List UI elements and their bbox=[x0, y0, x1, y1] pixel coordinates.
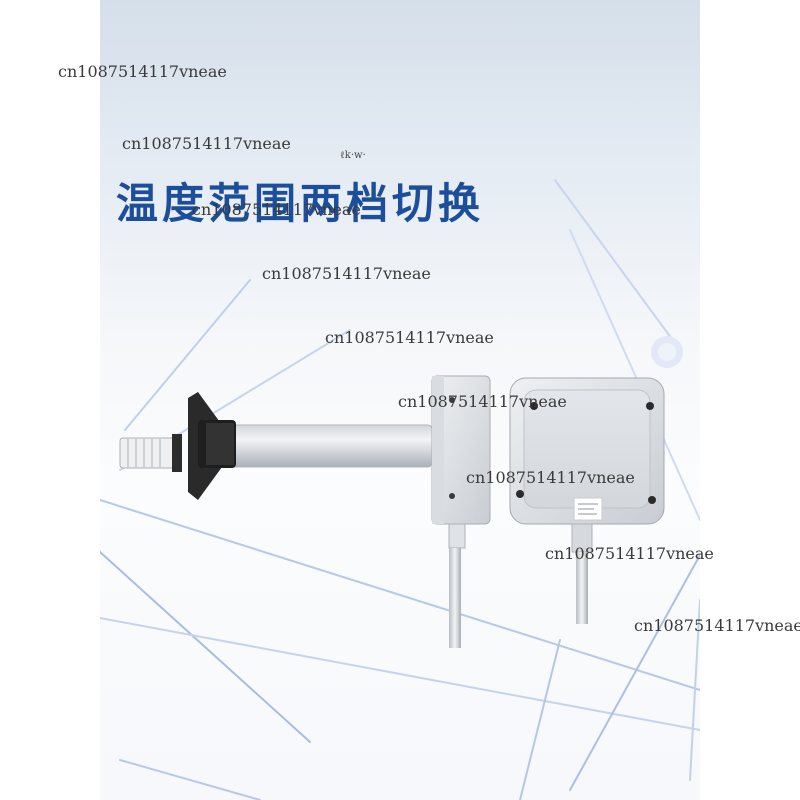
watermark-text: cn1087514117vneae bbox=[122, 134, 291, 153]
small-mark: ℓk·w· bbox=[340, 150, 366, 161]
watermark-text: cn1087514117vneae bbox=[192, 200, 361, 219]
watermark-text: cn1087514117vneae bbox=[398, 392, 567, 411]
headline: 温度范围两档切换 bbox=[115, 179, 484, 228]
watermark-text: cn1087514117vneae bbox=[634, 616, 800, 635]
probe-cable bbox=[449, 548, 461, 648]
duct-sensor-image bbox=[119, 375, 665, 648]
product-panel: ℓk·w· bbox=[100, 0, 700, 800]
watermark-text: cn1087514117vneae bbox=[58, 62, 227, 81]
watermark-text: cn1087514117vneae bbox=[545, 544, 714, 563]
probe-tube bbox=[219, 424, 433, 468]
decorative-lines bbox=[100, 179, 700, 800]
watermark-text: cn1087514117vneae bbox=[262, 264, 431, 283]
watermark-text: cn1087514117vneae bbox=[466, 468, 635, 487]
watermark-text: cn1087514117vneae bbox=[325, 328, 494, 347]
enclosure-cable bbox=[576, 552, 588, 624]
